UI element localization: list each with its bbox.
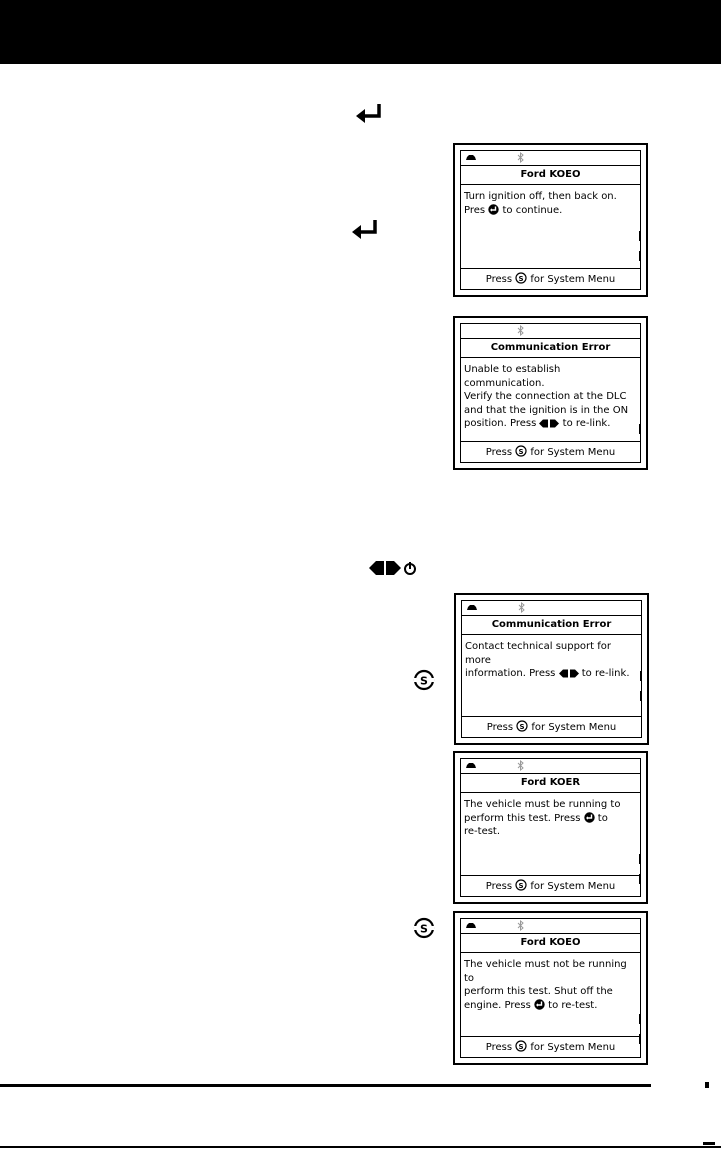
system-menu-icon: S xyxy=(515,1040,527,1052)
svg-text:S: S xyxy=(519,882,524,890)
svg-text:S: S xyxy=(420,675,428,688)
screen-message: The vehicle must be running to perform t… xyxy=(464,799,621,837)
status-bar xyxy=(461,759,640,774)
screen-title: Ford KOER xyxy=(520,777,581,788)
car-icon xyxy=(466,923,476,928)
device-screen-communication-error: Communication Error Unable to establish … xyxy=(453,316,648,470)
bluetooth-icon xyxy=(518,602,525,613)
screen-title: Communication Error xyxy=(491,619,612,630)
car-icon xyxy=(466,763,476,768)
bluetooth-icon xyxy=(517,760,524,771)
screen-footer: Press S for System Menu xyxy=(485,1040,616,1053)
device-screen-communication-error-support: Communication Error Contact technical su… xyxy=(454,593,649,745)
device-screen-ford-koer: Ford KOER The vehicle must be running to… xyxy=(453,751,648,904)
screen-message: The vehicle must not be running to perfo… xyxy=(464,959,627,1011)
status-bar xyxy=(462,601,641,616)
car-icon xyxy=(466,155,476,160)
enter-icon xyxy=(583,811,595,823)
screen-title: Communication Error xyxy=(490,342,611,353)
enter-icon xyxy=(488,203,499,215)
left-right-power-icon xyxy=(369,561,416,575)
footer-rule xyxy=(0,1084,651,1087)
screen-title: Ford KOEO xyxy=(520,937,581,948)
left-right-icon xyxy=(558,669,579,678)
bluetooth-icon xyxy=(517,325,524,336)
enter-icon xyxy=(534,998,545,1010)
svg-text:S: S xyxy=(520,723,525,731)
screen-footer: Press S for System Menu xyxy=(485,272,616,285)
system-menu-icon: S xyxy=(413,669,435,691)
screen-message: Turn ignition off, then back on. Pres to… xyxy=(464,191,617,216)
screen-title: Ford KOEO xyxy=(520,169,581,180)
enter-icon xyxy=(352,220,377,239)
car-icon xyxy=(467,605,477,610)
status-bar xyxy=(461,151,640,166)
left-right-icon xyxy=(539,419,560,428)
svg-text:S: S xyxy=(420,923,428,936)
enter-icon xyxy=(356,104,381,123)
status-bar xyxy=(461,919,640,934)
system-menu-icon: S xyxy=(516,720,528,732)
bluetooth-icon xyxy=(517,920,524,931)
svg-text:S: S xyxy=(519,1043,524,1051)
bluetooth-icon xyxy=(517,152,524,163)
device-screen-ford-koeo: Ford KOEO Turn ignition off, then back o… xyxy=(453,143,648,297)
margin-mark xyxy=(703,1142,715,1145)
status-bar xyxy=(461,324,640,339)
page-header-bar xyxy=(0,0,721,64)
screen-footer: Press S for System Menu xyxy=(485,445,616,458)
system-menu-icon: S xyxy=(515,879,527,891)
screen-message: Contact technical support for more infor… xyxy=(465,641,630,679)
device-screen-ford-koeo-engine-off: Ford KOEO The vehicle must not be runnin… xyxy=(453,911,648,1065)
svg-text:S: S xyxy=(519,275,524,283)
screen-footer: Press S for System Menu xyxy=(486,720,617,733)
system-menu-icon: S xyxy=(413,917,435,939)
svg-text:S: S xyxy=(519,448,524,456)
page-bottom-rule xyxy=(0,1146,721,1148)
system-menu-icon: S xyxy=(515,272,527,284)
screen-footer: Press S for System Menu xyxy=(485,879,616,892)
screen-message: Unable to establish communication. Verif… xyxy=(464,364,629,429)
margin-mark xyxy=(705,1082,709,1088)
system-menu-icon: S xyxy=(515,445,527,457)
